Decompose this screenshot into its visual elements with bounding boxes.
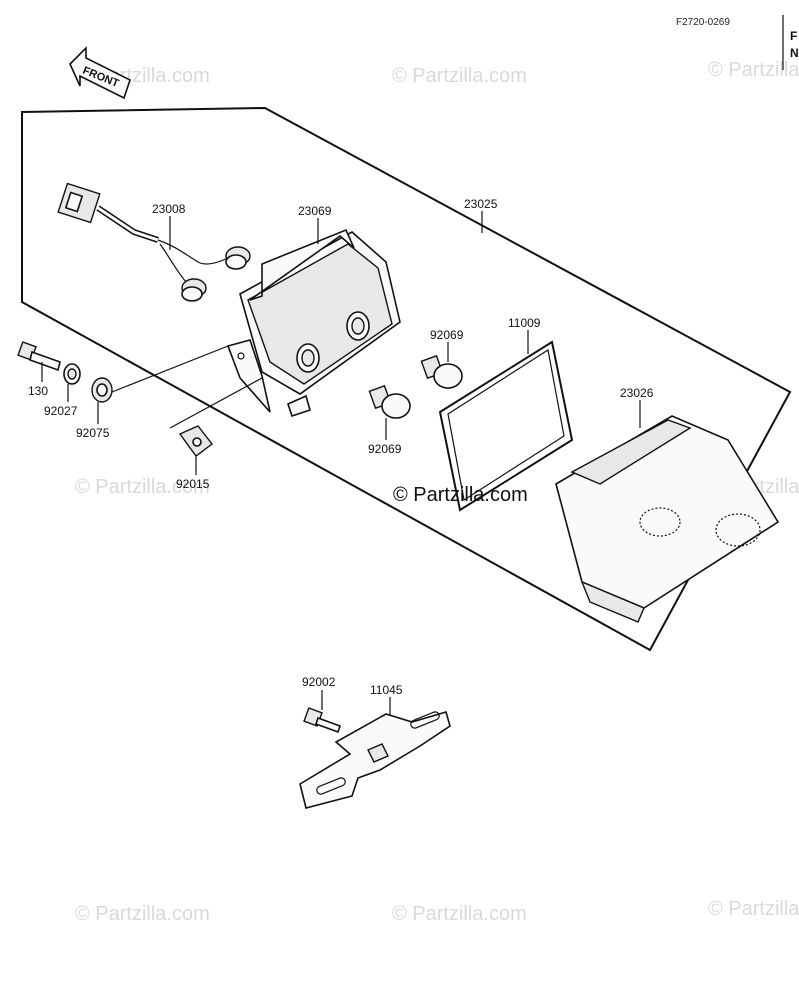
part-label-92075: 92075	[76, 426, 110, 440]
lamp-lens	[555, 415, 780, 623]
front-arrow-icon: FRONT	[69, 46, 131, 100]
part-label-23069: 23069	[298, 204, 332, 218]
corner-char-2: N	[790, 46, 799, 60]
license-bracket	[299, 711, 451, 809]
lamp-base	[226, 228, 401, 418]
part-label-92027: 92027	[44, 404, 78, 418]
part-label-23025: 23025	[464, 197, 498, 211]
leader-nut-mount	[169, 377, 263, 429]
part-label-92002: 92002	[302, 675, 336, 689]
nut-92015	[178, 425, 213, 457]
part-label-92015: 92015	[176, 477, 210, 491]
watermark: © Partzilla.com	[708, 898, 799, 920]
watermarks: © Partzilla.com © Partzilla.com © Partzi…	[75, 59, 799, 925]
bolt-130	[17, 341, 61, 372]
part-label-11045: 11045	[370, 683, 403, 697]
gasket	[438, 340, 574, 512]
grommet-92075	[91, 377, 113, 403]
corner-char-1: F	[790, 29, 797, 43]
wiring-harness	[57, 182, 251, 302]
part-label-23008: 23008	[152, 202, 186, 216]
watermark: © Partzilla.com	[75, 476, 210, 498]
part-label-92069-upper: 92069	[430, 328, 464, 342]
watermark: © Partzilla.com	[708, 59, 799, 81]
part-label-92069-lower: 92069	[368, 442, 402, 456]
screw-92002	[303, 707, 342, 734]
part-label-130: 130	[28, 384, 48, 398]
bulb-lower	[368, 384, 411, 419]
figure-code: F2720-0269	[676, 17, 730, 28]
leader-grommet-mount	[111, 345, 229, 393]
watermark: © Partzilla.com	[75, 903, 210, 925]
part-label-23026: 23026	[620, 386, 654, 400]
part-label-11009: 11009	[508, 316, 541, 330]
watermark: © Partzilla.com	[392, 903, 527, 925]
bulb-upper	[420, 354, 463, 389]
watermark-center: © Partzilla.com	[393, 484, 528, 506]
collar-92027	[63, 363, 81, 385]
watermark: © Partzilla.com	[392, 65, 527, 87]
